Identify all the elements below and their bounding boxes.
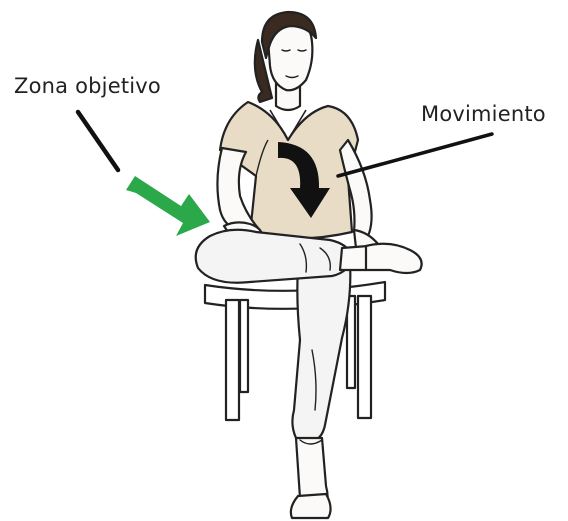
target-pointer-line <box>78 112 118 170</box>
crossed-leg <box>196 230 422 283</box>
down-leg-foot <box>291 494 331 518</box>
chair-leg-back-left <box>240 300 248 392</box>
down-leg <box>291 262 350 518</box>
crossed-leg-foot <box>366 244 422 273</box>
chair-leg-front-left <box>226 300 239 420</box>
movement-pointer-line <box>338 134 492 176</box>
head <box>255 12 316 110</box>
down-leg-pants <box>292 262 350 442</box>
movement-label: Movimiento <box>421 104 546 125</box>
target-zone-label: Zona objetivo <box>14 76 161 97</box>
green-arrow-icon <box>126 176 210 236</box>
chair-leg-front-right <box>358 296 371 418</box>
